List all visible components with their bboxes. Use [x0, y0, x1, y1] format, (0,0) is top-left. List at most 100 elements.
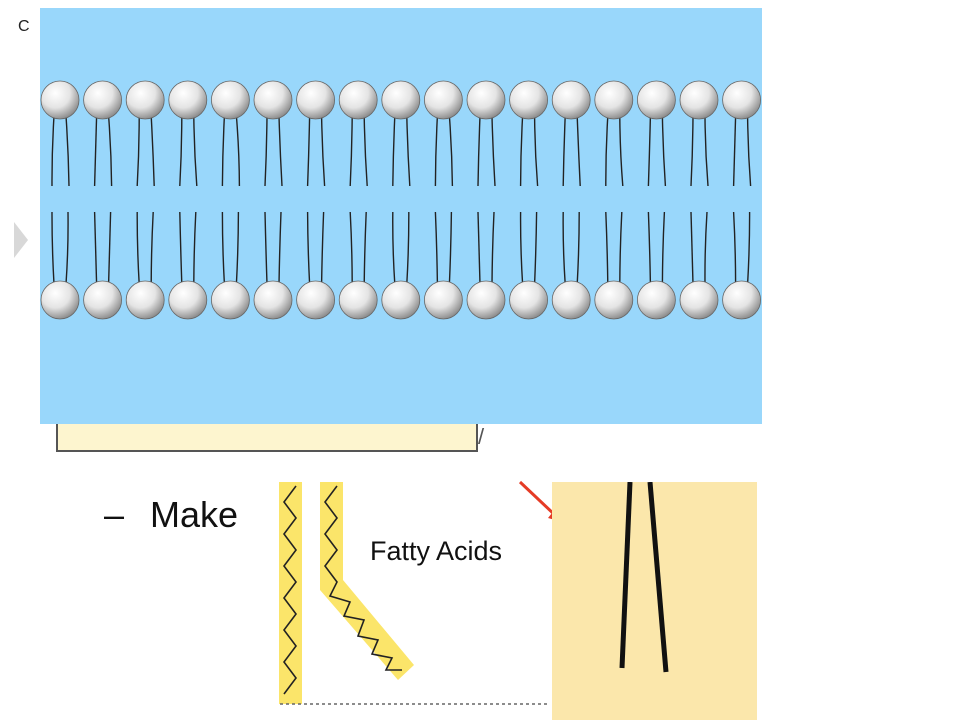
lipid-tail [521, 212, 523, 284]
lipid-tail [279, 116, 282, 186]
phospholipid-head [84, 281, 122, 319]
lipid-tail [535, 116, 538, 186]
phospholipid-head [424, 281, 462, 319]
bullet-dash: – [104, 494, 124, 535]
lipid-tail [734, 116, 736, 186]
lipid-tail [691, 116, 693, 186]
lipid-tail [492, 116, 495, 186]
lipid-tail [350, 116, 352, 186]
saturated-fatty-acid-strip [279, 482, 302, 704]
lipid-tail [236, 116, 239, 186]
lipid-tail-closeup-panel [552, 482, 757, 720]
lipid-tail [705, 212, 707, 284]
lipid-tail [620, 212, 622, 284]
fatty-acids-label: Fatty Acids [370, 536, 502, 567]
lipid-tail [322, 116, 325, 186]
lipid-tail [151, 116, 154, 186]
lipid-tail [662, 116, 665, 186]
unsaturated-fatty-acid-strip [320, 482, 414, 680]
lipid-tail [308, 116, 310, 186]
lipid-tail [435, 116, 437, 186]
lipid-tail [705, 116, 708, 186]
phospholipid-head [637, 81, 675, 119]
lipid-tail [662, 212, 664, 284]
lipid-tail [350, 212, 352, 284]
slide-arrow-icon [14, 222, 28, 258]
phospholipid-head [169, 81, 207, 119]
lipid-tail [577, 212, 579, 284]
phospholipid-head [339, 281, 377, 319]
lipid-tail [265, 116, 267, 186]
lipid-tail [194, 116, 197, 186]
phospholipid-head [680, 281, 718, 319]
saturated-chain-zigzag [284, 486, 296, 694]
lipid-tail-closeup [552, 482, 757, 720]
phospholipid-head [510, 281, 548, 319]
lipid-tail [435, 212, 437, 284]
lipid-tail [563, 212, 565, 284]
phospholipid-head [595, 81, 633, 119]
phospholipid-head [723, 81, 761, 119]
lipid-tail [748, 116, 751, 186]
lipid-tail [222, 116, 224, 186]
lipid-tail [308, 212, 310, 284]
phospholipid-head [467, 281, 505, 319]
upper-leaflet [41, 81, 761, 186]
phospholipid-head [41, 81, 79, 119]
phospholipid-head [552, 81, 590, 119]
lipid-tail [66, 212, 68, 284]
lipid-tail [563, 116, 565, 186]
phospholipid-head [510, 81, 548, 119]
lipid-tail [180, 116, 182, 186]
lipid-tail [478, 212, 480, 284]
phospholipid-head [382, 281, 420, 319]
lipid-tail [95, 116, 97, 186]
box-edge-mark: / [478, 424, 484, 450]
lipid-tail [265, 212, 267, 284]
phospholipid-head [84, 81, 122, 119]
lipid-tail [691, 212, 693, 284]
lipid-tail [194, 212, 196, 284]
lipid-tail [151, 212, 153, 284]
lipid-tail [449, 116, 452, 186]
lipid-tail [66, 116, 69, 186]
phospholipid-head [126, 81, 164, 119]
lipid-tail [620, 116, 623, 186]
corner-letter: C [18, 18, 30, 36]
lipid-tail [52, 212, 54, 284]
phospholipid-head [339, 81, 377, 119]
phospholipid-head [424, 81, 462, 119]
lipid-tail [180, 212, 182, 284]
phospholipid-head [595, 281, 633, 319]
bullet-line: –Make [104, 494, 238, 536]
lipid-tail [648, 212, 650, 284]
phospholipid-head [169, 281, 207, 319]
lipid-tail [95, 212, 97, 284]
lipid-tail [364, 116, 367, 186]
lipid-tail [734, 212, 736, 284]
phospholipid-head [297, 281, 335, 319]
lipid-bilayer-diagram [40, 8, 762, 424]
red-arrow-line [520, 482, 556, 516]
phospholipid-head [126, 281, 164, 319]
phospholipid-head [723, 281, 761, 319]
lipid-bilayer-panel [40, 8, 762, 424]
lipid-tail [407, 116, 410, 186]
phospholipid-head [211, 81, 249, 119]
lipid-tail [236, 212, 238, 284]
lipid-tail [109, 212, 111, 284]
lipid-tail [478, 116, 480, 186]
lipid-tail [492, 212, 494, 284]
bullet-text: Make [150, 494, 238, 535]
phospholipid-head [467, 81, 505, 119]
phospholipid-head [211, 281, 249, 319]
phospholipid-head [382, 81, 420, 119]
phospholipid-head [552, 281, 590, 319]
lipid-tail [279, 212, 281, 284]
lipid-tail [577, 116, 580, 186]
lipid-tail [393, 116, 395, 186]
phospholipid-head [254, 281, 292, 319]
lipid-tail [137, 212, 139, 284]
phospholipid-head [41, 281, 79, 319]
lipid-tail [364, 212, 366, 284]
